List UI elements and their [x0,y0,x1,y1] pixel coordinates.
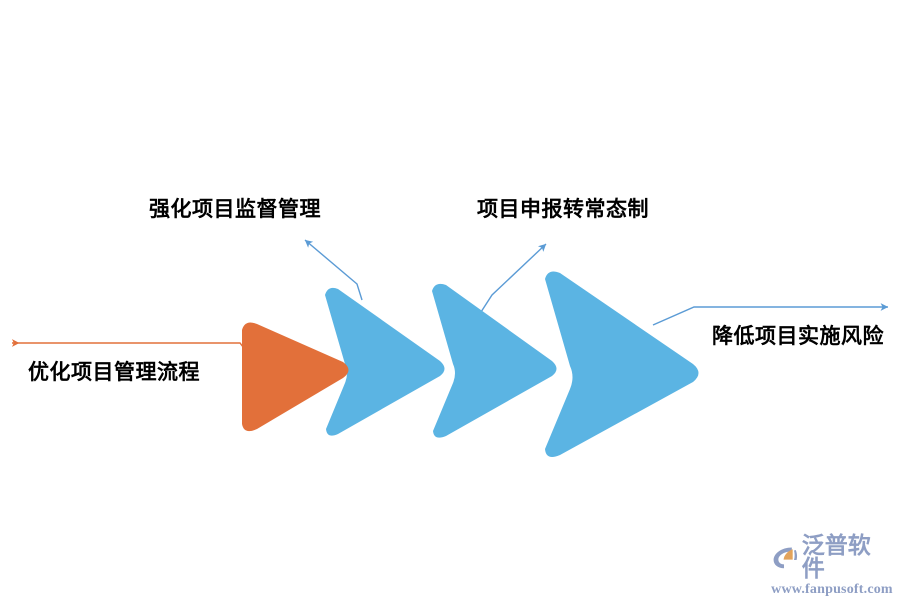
callout-label-supervise: 强化项目监督管理 [149,198,321,221]
watermark-brand-row: 泛普软件 [771,531,893,581]
stage-3-chevron [432,283,557,438]
callout-label-risk: 降低项目实施风险 [712,325,884,348]
connector-risk [652,303,889,326]
stage-2-chevron [325,287,445,436]
watermark-logo: 泛普软件 www.fanpusoft.com [771,531,893,596]
watermark-url-text: www.fanpusoft.com [771,581,893,597]
fanpu-logo-icon [773,546,798,568]
callout-label-optimize: 优化项目管理流程 [28,361,200,384]
stage-1-arrow [242,322,349,432]
stage-4-chevron [545,271,699,457]
watermark-brand-text: 泛普软件 [801,531,871,581]
callout-label-declare: 项目申报转常态制 [477,198,649,221]
connector-supervise [304,239,363,301]
connector-declare [480,243,547,313]
